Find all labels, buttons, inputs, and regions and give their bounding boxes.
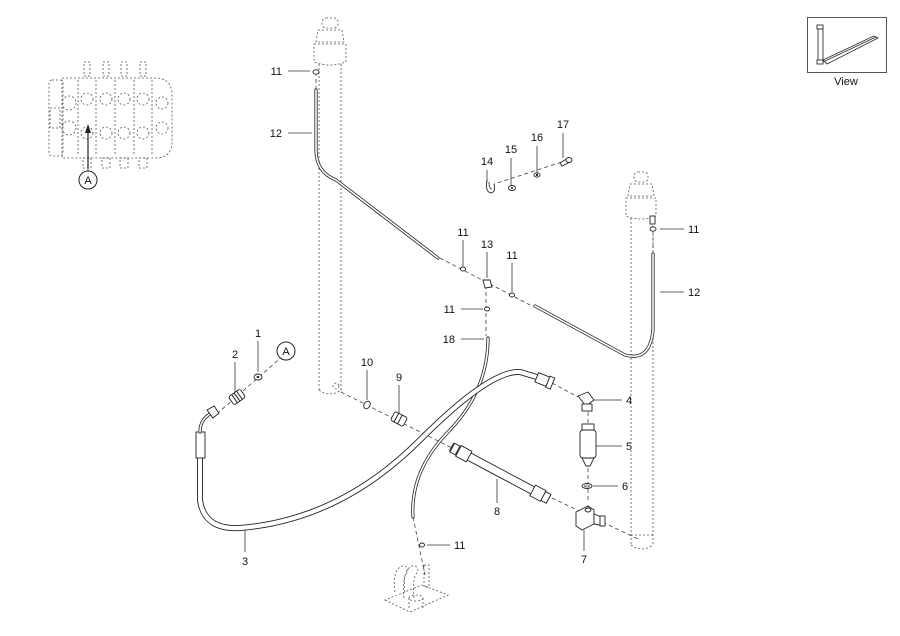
- adapter-fitting-9[interactable]: [390, 411, 408, 427]
- callout-11[interactable]: 11: [688, 224, 699, 236]
- callout-1[interactable]: 1: [255, 328, 261, 340]
- callout-11[interactable]: 11: [444, 304, 455, 316]
- callout-6[interactable]: 6: [622, 481, 628, 493]
- callout-11[interactable]: 11: [454, 540, 465, 552]
- callout-3[interactable]: 3: [242, 556, 248, 568]
- valve-cartridge-5[interactable]: [579, 423, 597, 467]
- o-ring-11e[interactable]: [649, 226, 657, 232]
- washer-15[interactable]: [508, 185, 516, 191]
- reference-marker-a-port: A: [276, 341, 296, 361]
- adapter-fitting-2[interactable]: [228, 389, 246, 405]
- callout-12[interactable]: 12: [688, 287, 700, 299]
- callouts: 11 12 14 15 16 17 11 12 11 13 11 11: [232, 66, 700, 568]
- steel-tube-left[interactable]: [314, 88, 440, 260]
- callout-14[interactable]: 14: [481, 156, 493, 168]
- o-ring-11b[interactable]: [460, 266, 466, 272]
- tee-fitting-13[interactable]: [482, 279, 493, 289]
- view-label[interactable]: View: [834, 76, 858, 88]
- callout-8[interactable]: 8: [494, 506, 500, 518]
- view-thumbnail[interactable]: [807, 17, 887, 73]
- reference-letter: A: [282, 346, 290, 358]
- callout-7[interactable]: 7: [581, 554, 587, 566]
- screw-17[interactable]: [559, 157, 573, 167]
- callout-11[interactable]: 11: [457, 227, 468, 239]
- seal-washer-1[interactable]: [253, 373, 263, 381]
- o-ring-6[interactable]: [581, 483, 593, 489]
- callout-11[interactable]: 11: [271, 66, 282, 78]
- o-ring-11f[interactable]: [419, 542, 425, 548]
- callout-5[interactable]: 5: [626, 441, 632, 453]
- callout-4[interactable]: 4: [626, 395, 632, 407]
- callout-16[interactable]: 16: [531, 132, 543, 144]
- lift-cylinder-left[interactable]: [313, 17, 347, 395]
- hose-3[interactable]: [195, 368, 556, 532]
- o-ring-11d[interactable]: [484, 306, 490, 312]
- bracket-14[interactable]: [486, 179, 496, 194]
- hose-18[interactable]: [411, 336, 490, 519]
- callout-15[interactable]: 15: [505, 144, 517, 156]
- reference-marker-a-valve: A: [78, 170, 98, 190]
- callout-18[interactable]: 18: [443, 334, 455, 346]
- base-manifold[interactable]: [384, 564, 450, 613]
- lift-cylinder-right[interactable]: [625, 171, 657, 550]
- elbow-fitting-4[interactable]: [577, 391, 595, 412]
- reference-letter: A: [84, 175, 92, 187]
- o-ring-11c[interactable]: [509, 292, 515, 298]
- fork-view-icon: [816, 24, 879, 65]
- callout-13[interactable]: 13: [481, 239, 493, 251]
- callout-10[interactable]: 10: [361, 357, 373, 369]
- steel-tube-right[interactable]: [533, 252, 655, 358]
- hose-8[interactable]: [448, 442, 552, 504]
- o-ring-10[interactable]: [362, 400, 371, 410]
- callout-2[interactable]: 2: [232, 349, 238, 361]
- tee-block-7[interactable]: [575, 505, 606, 531]
- callout-17[interactable]: 17: [557, 119, 569, 131]
- assembly-lines: [211, 72, 654, 576]
- callout-12[interactable]: 12: [270, 128, 282, 140]
- callout-9[interactable]: 9: [396, 372, 402, 384]
- control-valve[interactable]: [48, 61, 173, 171]
- o-ring-11a[interactable]: [312, 69, 320, 75]
- nut-16[interactable]: [533, 172, 541, 178]
- callout-11[interactable]: 11: [506, 250, 517, 262]
